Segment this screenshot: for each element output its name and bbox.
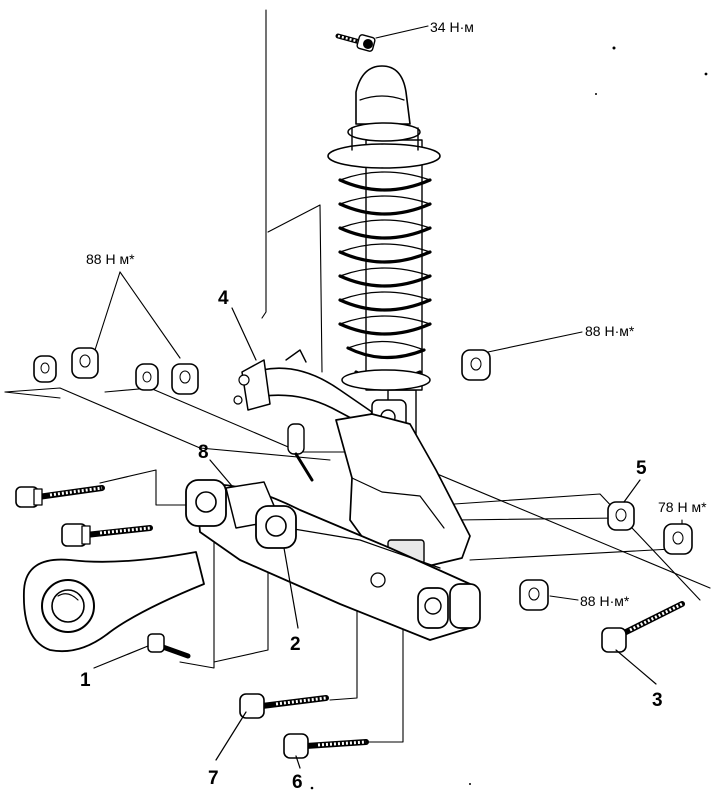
washer-2 bbox=[135, 363, 159, 391]
torque-right-lower: 88 Н·м* bbox=[580, 593, 630, 609]
callout-8: 8 bbox=[198, 442, 209, 463]
callout-1: 1 bbox=[80, 670, 91, 691]
bolt-1 bbox=[147, 633, 191, 659]
nut-5 bbox=[607, 501, 635, 531]
torque-right-upper: 88 Н·м* bbox=[585, 323, 635, 339]
bolt-6 bbox=[283, 733, 369, 759]
nut-1 bbox=[71, 347, 99, 379]
nuts-and-washers bbox=[33, 347, 693, 611]
nut-2 bbox=[171, 363, 199, 395]
callout-5: 5 bbox=[636, 458, 647, 479]
bolt-left-upper bbox=[15, 485, 105, 508]
steering-knuckle bbox=[335, 413, 471, 569]
callout-2: 2 bbox=[290, 634, 301, 655]
washer-1 bbox=[33, 355, 57, 383]
arm-bushing-8 bbox=[185, 479, 281, 529]
torque-right-mid: 78 Н м* bbox=[658, 499, 707, 515]
bolt-left-lower bbox=[61, 523, 153, 547]
stabilizer-link bbox=[287, 423, 314, 482]
nut-78 bbox=[663, 523, 693, 555]
bolt-3 bbox=[601, 601, 685, 653]
torque-upper-left: 88 Н м* bbox=[86, 251, 135, 267]
nut-right-upper bbox=[461, 349, 491, 381]
torque-top-mount: 34 Н·м bbox=[430, 19, 474, 35]
lower-arm-outer-bushing bbox=[417, 583, 481, 629]
bolt-7 bbox=[239, 693, 329, 719]
callout-4: 4 bbox=[218, 288, 229, 309]
callout-3: 3 bbox=[652, 690, 663, 711]
trailing-arm bbox=[23, 551, 205, 653]
nut-right-lower bbox=[519, 579, 549, 611]
scan-dots bbox=[310, 46, 708, 790]
arm-bushing-2 bbox=[255, 505, 297, 549]
upper-control-arm bbox=[233, 349, 373, 427]
top-mount-bolt bbox=[335, 33, 376, 52]
callout-7: 7 bbox=[208, 768, 219, 789]
bolts bbox=[15, 485, 685, 759]
callout-6: 6 bbox=[292, 772, 303, 793]
callout-leaders bbox=[93, 307, 657, 769]
